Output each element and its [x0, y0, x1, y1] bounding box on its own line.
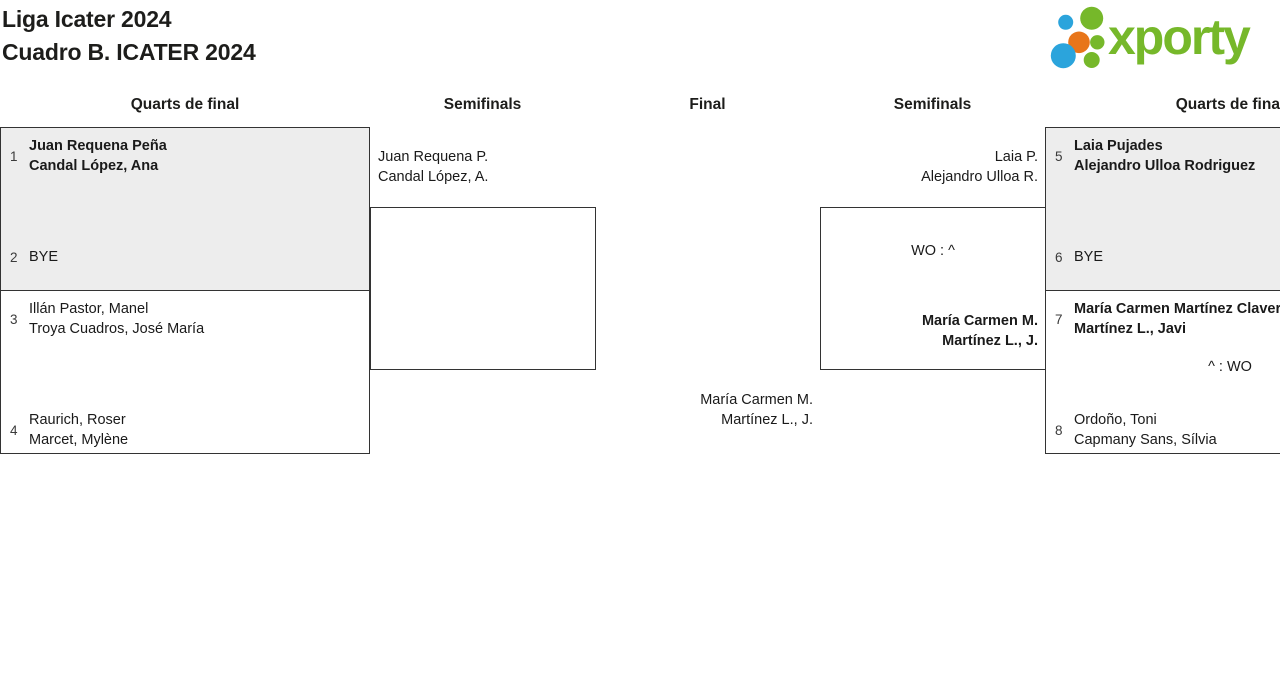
- sf-right-winner: María Carmen M. Martínez L., J.: [921, 313, 1038, 349]
- team-names: Laia Pujades Alejandro Ulloa Rodriguez: [1074, 138, 1256, 174]
- page-title: Liga Icater 2024 Cuadro B. ICATER 2024: [2, 3, 256, 69]
- match-score: WO : ^: [911, 243, 955, 259]
- seed-number: 5: [1055, 149, 1063, 164]
- seed-number: 2: [10, 250, 18, 266]
- match-box-sf-right: WO : ^ María Carmen M. Martínez L., J.: [820, 207, 1046, 370]
- match-score: ^ : WO: [1208, 359, 1252, 375]
- match-box-qf-left-1: 1 Juan Requena Peña Candal López, Ana 2 …: [0, 127, 370, 291]
- seed-number: 3: [10, 312, 18, 327]
- seed-number: 7: [1055, 312, 1063, 327]
- round-header-semifinals-right: Semifinals: [893, 96, 972, 113]
- seed-number: 1: [10, 149, 18, 164]
- match-box-qf-right-1: 5 Laia Pujades Alejandro Ulloa Rodriguez…: [1045, 127, 1280, 291]
- sf-right-top-participant: Laia P. Alejandro Ulloa R.: [921, 149, 1038, 185]
- round-header-final: Final: [689, 96, 726, 113]
- team-slot: 6 BYE: [1055, 248, 1280, 268]
- tournament-name: Liga Icater 2024: [2, 6, 172, 32]
- round-header-quarterfinals-right: Quarts de final: [1175, 96, 1280, 113]
- team-slot: 5 Laia Pujades Alejandro Ulloa Rodriguez: [1055, 137, 1280, 176]
- team-slot: 1 Juan Requena Peña Candal López, Ana: [10, 137, 363, 176]
- team-names: Ordoño, Toni Capmany Sans, Sílvia: [1074, 412, 1217, 448]
- team-slot: 4 Raurich, Roser Marcet, Mylène: [10, 411, 363, 450]
- team-names: Raurich, Roser Marcet, Mylène: [29, 412, 129, 448]
- team-names: BYE: [1074, 249, 1104, 265]
- sf-left-top-participant: Juan Requena P. Candal López, A.: [378, 149, 489, 185]
- match-box-sf-left: [370, 207, 596, 370]
- seed-number: 6: [1055, 250, 1063, 266]
- seed-number: 4: [10, 423, 18, 438]
- team-names: Illán Pastor, Manel Troya Cuadros, José …: [29, 301, 205, 337]
- match-box-qf-right-2: 7 María Carmen Martínez Claver Martínez …: [1045, 290, 1280, 454]
- team-names: BYE: [29, 249, 59, 265]
- seed-number: 8: [1055, 423, 1063, 438]
- round-header-semifinals-left: Semifinals: [443, 96, 522, 113]
- xporty-logo[interactable]: xporty: [1048, 4, 1278, 76]
- team-names: María Carmen Martínez Claver Martínez L.…: [1074, 301, 1280, 337]
- team-slot: 2 BYE: [10, 248, 363, 268]
- team-slot: 8 Ordoño, Toni Capmany Sans, Sílvia: [1055, 411, 1280, 450]
- team-slot: 3 Illán Pastor, Manel Troya Cuadros, Jos…: [10, 300, 363, 339]
- match-box-qf-left-2: 3 Illán Pastor, Manel Troya Cuadros, Jos…: [0, 290, 370, 454]
- final-right-finalist: María Carmen M. Martínez L., J.: [700, 392, 813, 428]
- round-header-quarterfinals-left: Quarts de final: [130, 96, 240, 113]
- logo-wordmark: xporty: [1108, 9, 1251, 65]
- team-names: Juan Requena Peña Candal López, Ana: [29, 138, 167, 174]
- team-slot: 7 María Carmen Martínez Claver Martínez …: [1055, 300, 1280, 339]
- logo-dots-icon: [1050, 6, 1105, 69]
- draw-name: Cuadro B. ICATER 2024: [2, 39, 256, 65]
